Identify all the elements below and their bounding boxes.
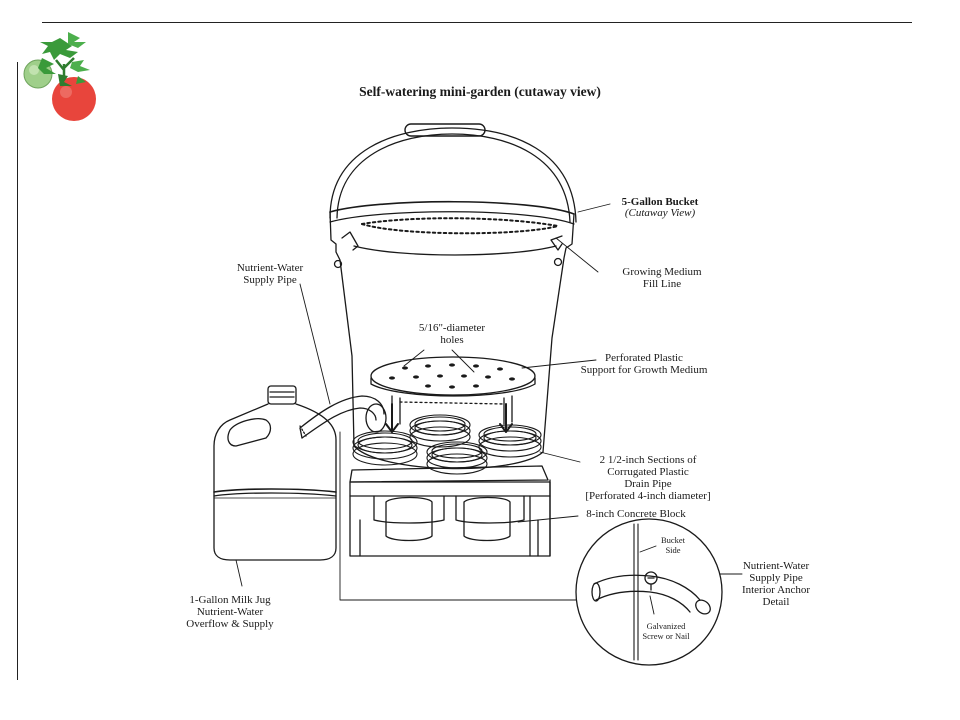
label-drain-pipe: 2 1/2-inch Sections of Corrugated Plasti… xyxy=(585,454,711,502)
leader-lines xyxy=(235,203,743,615)
label-milk-jug: 1-Gallon Milk Jug Nutrient-Water Overflo… xyxy=(186,594,274,630)
label-holes: 5/16"-diameter holes xyxy=(418,322,486,346)
fill-line xyxy=(361,217,559,227)
milk-jug xyxy=(213,385,337,561)
label-bucket: 5-Gallon Bucket xyxy=(621,196,699,208)
left-rule xyxy=(17,62,18,680)
drain-pipe-sections xyxy=(352,403,542,475)
label-screw: Galvanized Screw or Nail xyxy=(642,621,690,641)
concrete-block xyxy=(349,465,551,557)
top-rule xyxy=(42,22,912,23)
label-bucket-sub: (Cutaway View) xyxy=(624,207,696,219)
bucket xyxy=(329,200,575,470)
label-concrete-block: 8-inch Concrete Block xyxy=(586,508,686,520)
label-supply-pipe: Nutrient-Water Supply Pipe xyxy=(236,262,304,286)
label-bucket-side: Bucket Side xyxy=(660,535,686,555)
label-anchor-detail: Nutrient-Water Supply Pipe Interior Anch… xyxy=(741,560,811,608)
supply-pipe xyxy=(299,395,387,439)
label-support: Perforated Plastic Support for Growth Me… xyxy=(580,352,708,376)
anchor-detail xyxy=(575,518,723,666)
bucket-handle xyxy=(329,123,577,223)
diagram-title: Self-watering mini-garden (cutaway view) xyxy=(359,84,601,99)
perforated-support xyxy=(370,356,536,425)
tomato-plant-logo-icon xyxy=(23,32,96,121)
label-fill-line: Growing Medium Fill Line xyxy=(622,266,702,290)
